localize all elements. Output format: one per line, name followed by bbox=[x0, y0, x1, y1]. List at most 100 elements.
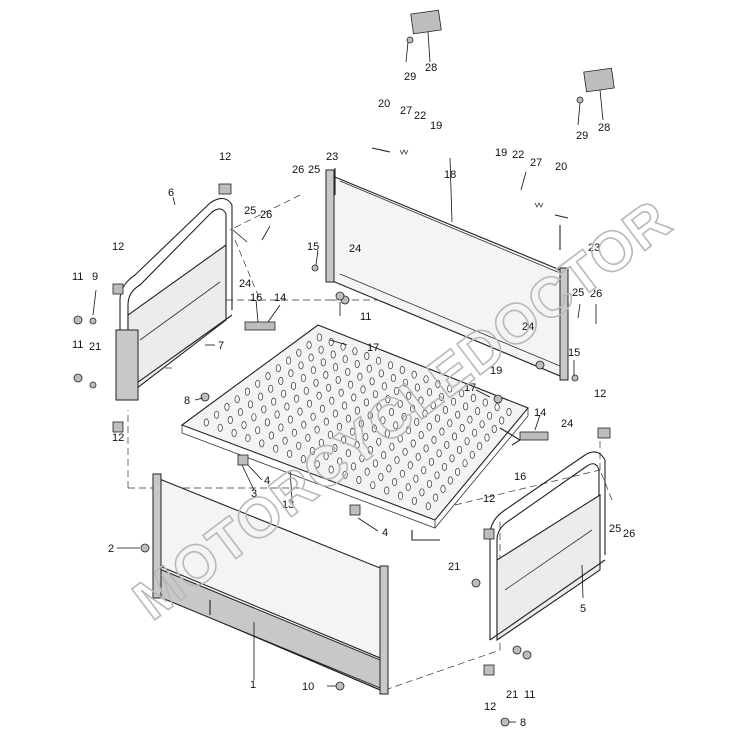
floor-hole bbox=[462, 459, 468, 468]
floor-hole bbox=[431, 436, 437, 444]
callout-24: 24 bbox=[239, 278, 251, 290]
floor-hole bbox=[265, 372, 271, 381]
floor-hole bbox=[385, 395, 391, 404]
floor-hole bbox=[370, 481, 376, 490]
floor-hole bbox=[421, 466, 427, 475]
floor-hole bbox=[261, 405, 267, 414]
front-gate bbox=[152, 473, 389, 695]
floor-hole bbox=[449, 454, 455, 463]
floor-hole bbox=[241, 421, 247, 430]
floor-hole bbox=[332, 363, 339, 372]
floor-hole bbox=[245, 434, 251, 443]
callout-15: 15 bbox=[307, 241, 319, 253]
floor-hole bbox=[274, 410, 280, 419]
callout-6: 6 bbox=[168, 187, 174, 199]
floor-hole bbox=[411, 370, 417, 379]
floor-hole bbox=[415, 452, 421, 461]
floor-hole bbox=[470, 394, 476, 402]
floor-hole bbox=[320, 358, 326, 367]
floor-hole bbox=[376, 437, 382, 446]
left-side-gate bbox=[115, 197, 233, 401]
floor-hole bbox=[360, 385, 366, 394]
callout-26: 26 bbox=[292, 164, 304, 176]
floor-hole bbox=[434, 471, 440, 480]
floor-hole bbox=[318, 438, 324, 447]
floor-hole bbox=[290, 381, 297, 390]
floor-hole bbox=[397, 491, 404, 500]
callout-8: 8 bbox=[184, 395, 190, 407]
callout-27: 27 bbox=[400, 105, 412, 117]
callout-14: 14 bbox=[274, 292, 286, 304]
floor-hole bbox=[255, 426, 261, 435]
callout-26: 26 bbox=[260, 209, 272, 221]
floor-hole bbox=[499, 416, 505, 425]
callout-15: 15 bbox=[568, 347, 580, 359]
floor-hole bbox=[439, 427, 445, 436]
floor-hole bbox=[300, 374, 306, 383]
floor-hole bbox=[323, 452, 329, 461]
floor-hole bbox=[255, 379, 261, 388]
floor-hole bbox=[491, 425, 497, 434]
floor-hole bbox=[438, 392, 445, 401]
floor-hole bbox=[397, 399, 403, 408]
floor-hole bbox=[441, 462, 448, 471]
floor-hole bbox=[301, 420, 307, 429]
floor-hole bbox=[310, 412, 316, 421]
floor-hole bbox=[313, 378, 319, 387]
floor-hole bbox=[227, 416, 233, 424]
floor-hole bbox=[273, 444, 279, 453]
floor-hole bbox=[251, 413, 257, 422]
floor-hole bbox=[435, 380, 441, 388]
floor-hole bbox=[300, 455, 306, 464]
floor-hole bbox=[472, 428, 478, 437]
callout-7: 7 bbox=[218, 340, 224, 352]
floor-hole bbox=[341, 435, 347, 444]
callout-27: 27 bbox=[530, 157, 542, 169]
floor-hole bbox=[405, 426, 412, 435]
floor-hole bbox=[306, 399, 313, 408]
floor-hole bbox=[314, 425, 320, 434]
floor-hole bbox=[434, 414, 440, 423]
floor-hole bbox=[456, 445, 463, 454]
floor-hole bbox=[258, 392, 264, 401]
floor-hole bbox=[467, 415, 473, 424]
floor-hole bbox=[345, 414, 351, 423]
callout-26: 26 bbox=[623, 528, 635, 540]
floor-hole bbox=[381, 451, 387, 460]
floor-hole bbox=[247, 400, 254, 409]
floor-hole bbox=[203, 418, 209, 427]
floor-hole bbox=[380, 416, 386, 425]
floor-hole bbox=[354, 441, 360, 449]
floor-hole bbox=[423, 375, 429, 384]
floor-hole bbox=[352, 347, 358, 356]
floor-hole bbox=[332, 409, 338, 418]
floor-hole bbox=[475, 407, 481, 416]
callout-24: 24 bbox=[349, 243, 361, 255]
callout-4: 4 bbox=[382, 527, 388, 539]
floor-hole bbox=[369, 377, 375, 386]
floor-hole bbox=[447, 384, 453, 393]
floor-hole bbox=[372, 390, 378, 399]
floor-hole bbox=[384, 429, 390, 438]
floor-hole bbox=[487, 411, 493, 420]
floor-hole bbox=[405, 483, 411, 492]
floor-hole bbox=[345, 367, 351, 376]
floor-hole bbox=[363, 398, 369, 407]
floor-hole bbox=[414, 383, 420, 392]
floor-hole bbox=[484, 433, 490, 442]
floor-hole bbox=[327, 430, 333, 439]
floor-hole bbox=[447, 476, 453, 485]
floor-hole bbox=[459, 389, 465, 398]
callout-17: 17 bbox=[367, 342, 379, 354]
callout-22: 22 bbox=[512, 149, 524, 161]
floor-hole bbox=[426, 388, 433, 397]
floor-hole bbox=[372, 459, 378, 468]
callout-22: 22 bbox=[414, 110, 426, 122]
floor-hole bbox=[288, 369, 294, 378]
floor-hole bbox=[282, 436, 288, 445]
floor-hole bbox=[367, 411, 373, 420]
floor-hole bbox=[297, 407, 303, 416]
floor-hole bbox=[389, 442, 395, 451]
floor-hole bbox=[469, 450, 475, 459]
